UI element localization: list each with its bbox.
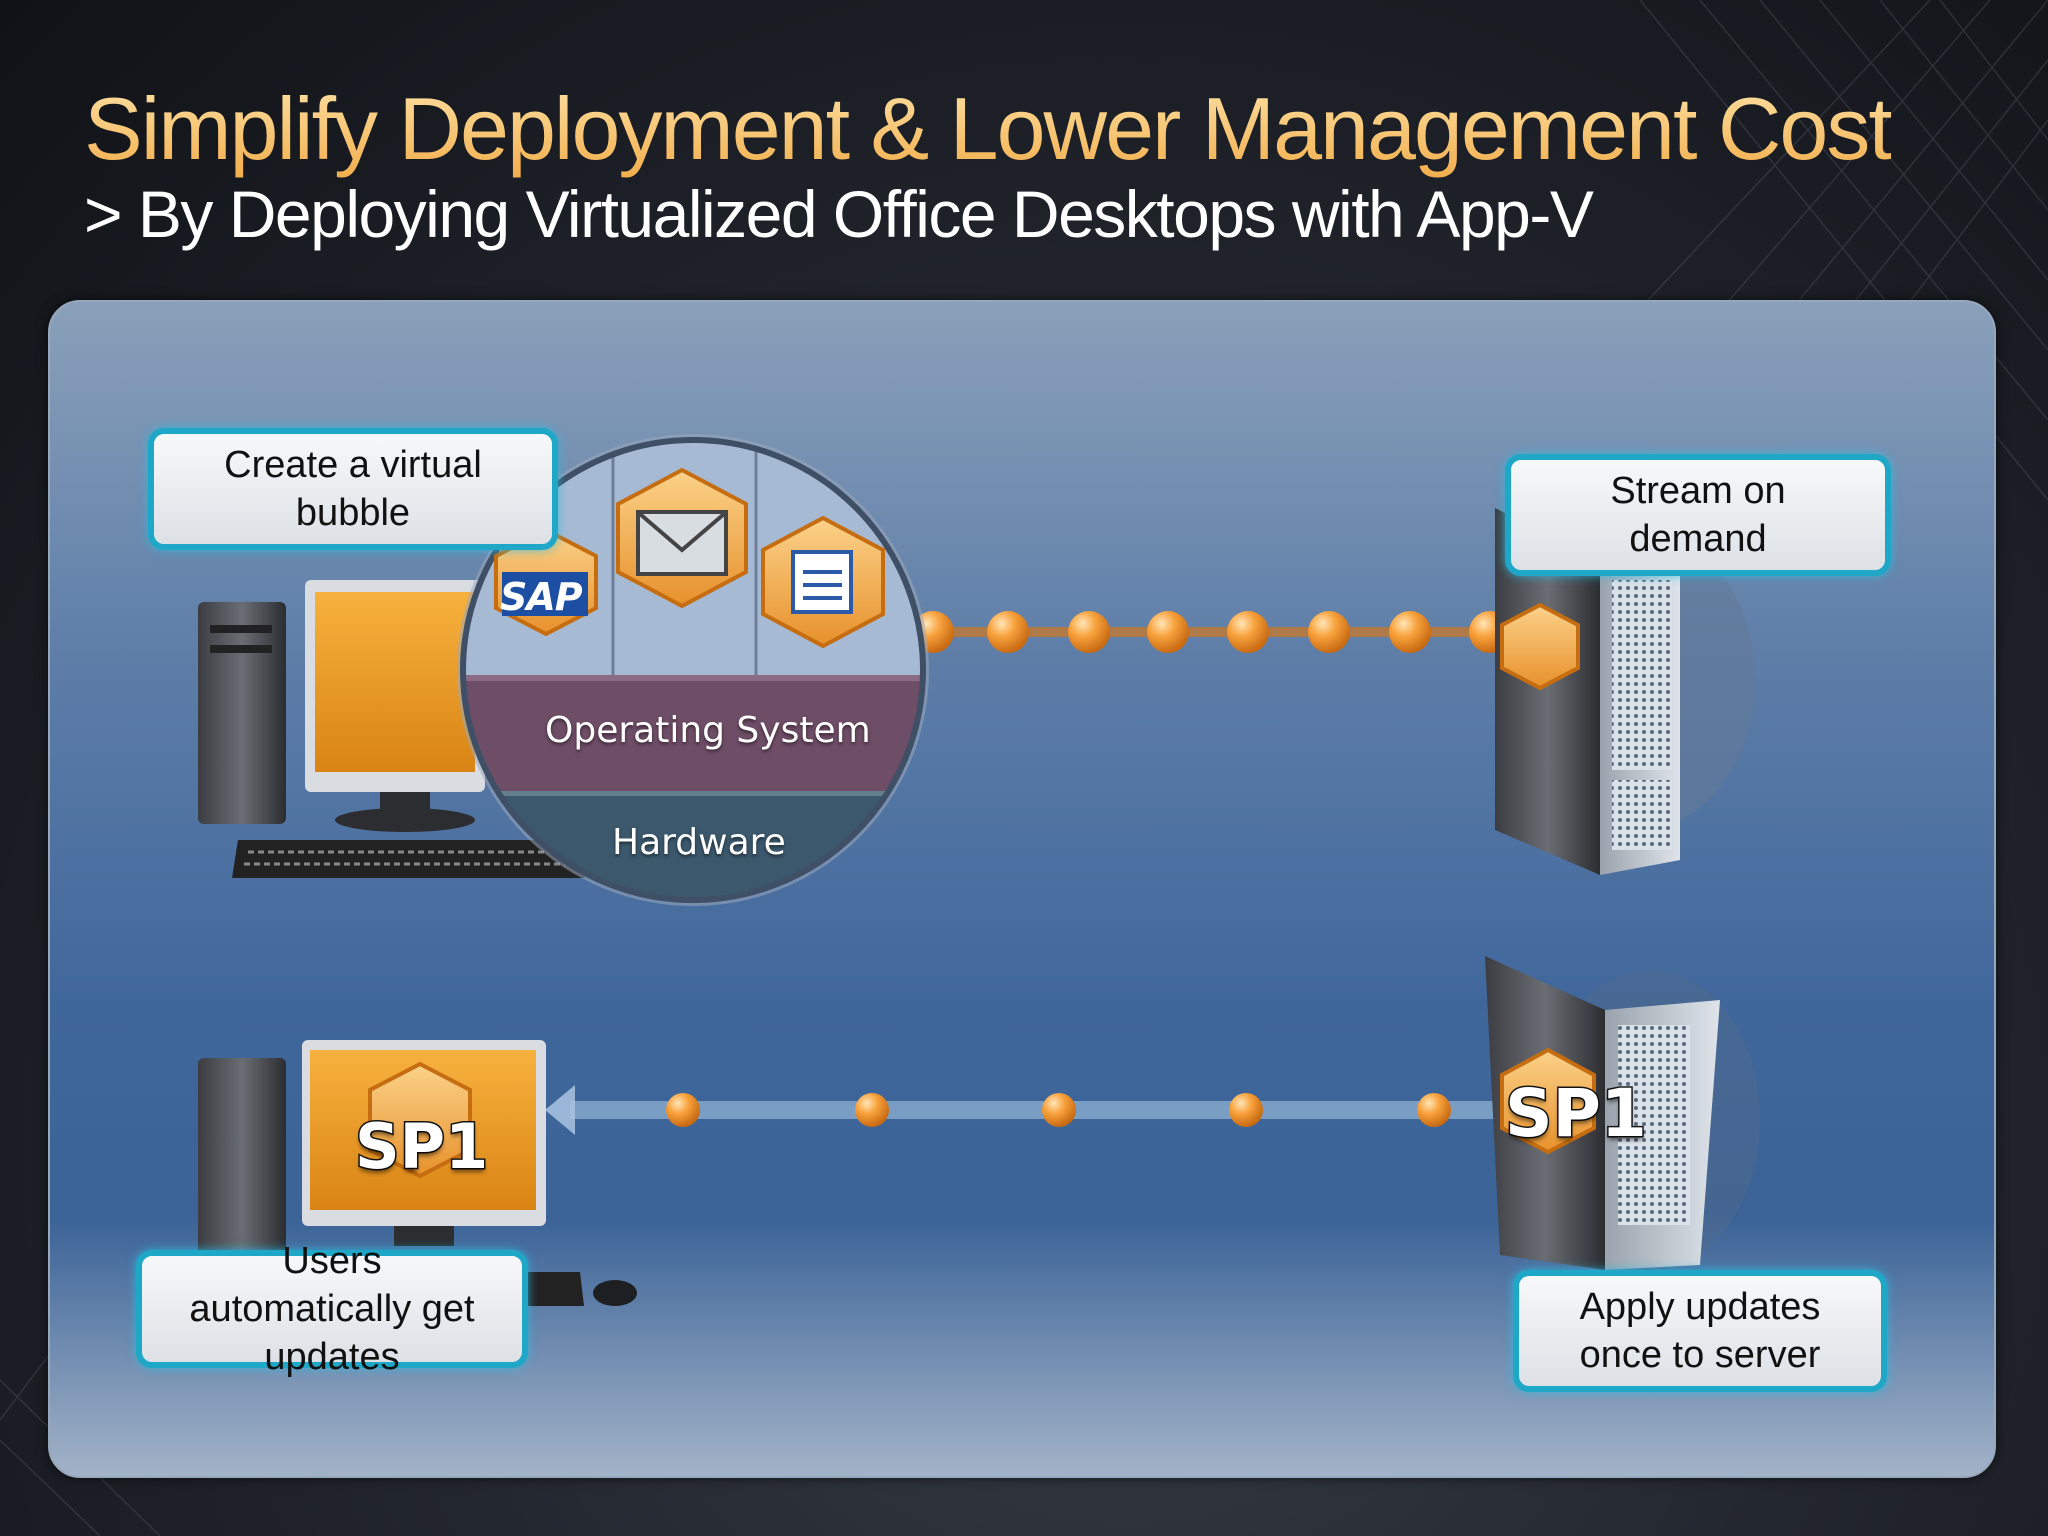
stream-dot [987,611,1029,653]
os-layer [463,675,923,791]
word-icon [791,550,853,614]
hardware-layer-label: Hardware [612,822,786,863]
sap-label: SAP [500,575,583,619]
page-subtitle: > By Deploying Virtualized Office Deskto… [84,177,1594,251]
page-title: Simplify Deployment & Lower Management C… [84,79,1893,178]
callout-line: Stream on [1610,470,1786,512]
stream-dot [1389,611,1431,653]
server-bottom [1485,956,1760,1270]
callout-line: once to server [1579,1334,1821,1376]
update-dot [1042,1093,1076,1127]
stream-dot [1227,611,1269,653]
update-dot [1229,1093,1263,1127]
stream-dot [1147,611,1189,653]
callout-line: Apply updates [1579,1286,1821,1328]
callout-line: automatically get [189,1288,475,1330]
stream-line-top [900,611,1511,653]
os-layer-label: Operating System [545,710,871,751]
sp1-badge-desktop: SP1 [353,1109,489,1185]
callout-line: demand [1629,518,1767,560]
update-dot [1417,1093,1451,1127]
desktop-computer-top [198,580,585,878]
stream-dot [1068,611,1110,653]
sp1-badge-server: SP1 [1504,1074,1649,1154]
update-line-bottom [545,1085,1530,1135]
update-dot [666,1093,700,1127]
callout-line: Create a virtual [224,444,482,486]
callout-line: updates [264,1336,400,1378]
callout-line: bubble [295,492,411,534]
callout-apply-updates: Apply updates once to server [1513,1270,1887,1392]
desktop-computer-bottom [198,1040,637,1306]
stream-dot [1308,611,1350,653]
callout-users-get-updates: Users automatically get updates [136,1240,528,1378]
callout-stream-on-demand: Stream on demand [1505,454,1891,576]
callout-create-bubble: Create a virtual bubble [148,428,558,550]
server-top [1495,508,1755,875]
sp1-hex-icon [1500,1047,1596,1155]
arrow-left-icon [545,1085,575,1135]
update-dot [855,1093,889,1127]
sap-logo-icon [502,572,588,616]
callout-line: Users [282,1240,382,1282]
office-hex-icon [1500,602,1580,691]
